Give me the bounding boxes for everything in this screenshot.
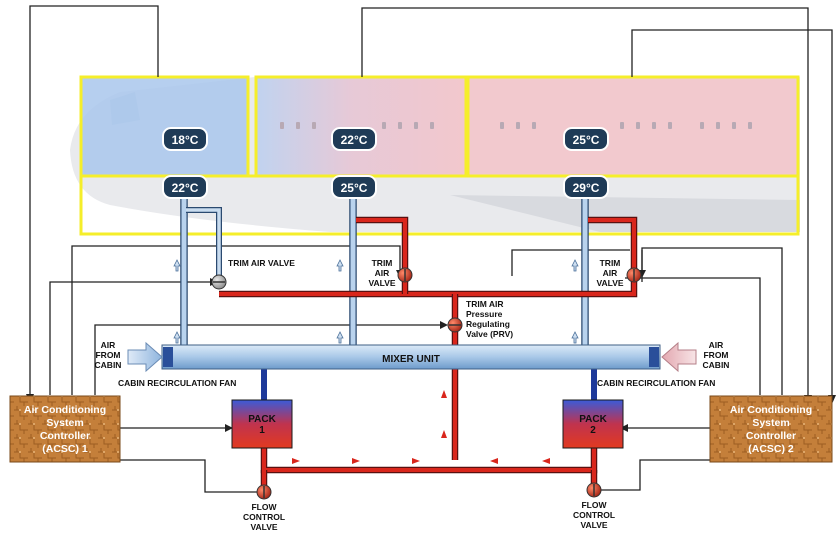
label-line: Controller	[746, 430, 796, 442]
label-line: VALVE	[580, 520, 607, 530]
label-line: Valve (PRV)	[466, 329, 513, 339]
label-line: AIR	[709, 340, 724, 350]
aft-cabin-duct-temp: 29°C	[573, 181, 600, 195]
label-line: VALVE	[596, 278, 623, 288]
air-from-cabin-right-arrow	[661, 341, 697, 373]
cold-air-flow-arrows	[173, 259, 579, 344]
cockpit-trim-air-valve-label: TRIM AIR VALVE	[228, 258, 295, 268]
pack-2-label: PACK 2	[579, 414, 607, 436]
cockpit-zone-fill	[81, 77, 248, 176]
label-line: AIR	[375, 268, 390, 278]
label-line: 1	[259, 425, 265, 436]
label-line: System	[752, 417, 789, 429]
air-from-cabin-right-label: AIR FROM CABIN	[703, 340, 730, 370]
forward-cabin-duct-temp-badge	[331, 175, 377, 199]
cockpit-selected-temp: 18°C	[172, 133, 199, 147]
cockpit-trim-branch	[186, 207, 222, 276]
label-line: System	[46, 417, 83, 429]
acsc-2-controller	[709, 395, 833, 463]
label-line: TRIM AIR	[466, 299, 503, 309]
cockpit-duct-temp: 22°C	[172, 181, 199, 195]
cabin-recirculation-fan-right	[649, 347, 659, 367]
air-from-cabin-left-label: AIR FROM CABIN	[95, 340, 122, 370]
label-line: (ACSC) 1	[42, 443, 88, 455]
aft-trim-air-valve-label: TRIM AIR VALVE	[596, 258, 623, 288]
label-line: TRIM	[372, 258, 393, 268]
hot-air-flow-arrows	[292, 390, 550, 464]
forward-cabin-selected-temp: 22°C	[341, 133, 368, 147]
forward-cabin-duct-temp: 25°C	[341, 181, 368, 195]
cockpit-selected-temp-badge	[162, 127, 208, 151]
pack-1	[231, 399, 293, 449]
temp-badges: 18°C 22°C 25°C 22°C 25°C 29°C	[162, 127, 609, 199]
pack-2	[562, 399, 624, 449]
label-line: TRIM	[600, 258, 621, 268]
flow-control-valve-1-label: FLOW CONTROL VALVE	[243, 502, 285, 532]
label-line: CABIN	[95, 360, 122, 370]
cabin-recirculation-fan-left	[163, 347, 173, 367]
cabin-recirculation-fan-right-label: CABIN RECIRCULATION FAN	[597, 378, 715, 388]
label-line: CABIN	[703, 360, 730, 370]
label-line: Controller	[40, 430, 90, 442]
label-line: 2	[590, 425, 596, 436]
label-line: FLOW	[251, 502, 277, 512]
label-line: FROM	[703, 350, 728, 360]
pack-to-mixer-ducts	[261, 368, 597, 400]
forward-cabin-zone-fill	[256, 77, 466, 176]
control-signal-lines	[29, 5, 833, 493]
mixer-unit-label: MIXER UNIT	[382, 354, 440, 365]
label-line: Regulating	[466, 319, 510, 329]
acsc-1-label: Air Conditioning System Controller (ACSC…	[24, 404, 106, 455]
aft-cabin-zone-fill	[468, 77, 798, 176]
trim-air-prv-label: TRIM AIR Pressure Regulating Valve (PRV)	[466, 299, 513, 339]
acsc-2-label: Air Conditioning System Controller (ACSC…	[730, 404, 812, 455]
aft-cabin-duct-temp-badge	[563, 175, 609, 199]
mixer-unit	[161, 344, 661, 370]
flow-control-valve-2-label: FLOW CONTROL VALVE	[573, 500, 615, 530]
label-line: FLOW	[581, 500, 607, 510]
label-line: Air Conditioning	[24, 404, 106, 416]
aft-cabin-selected-temp-badge	[563, 127, 609, 151]
label-line: PACK	[248, 414, 276, 425]
label-line: Air Conditioning	[730, 404, 812, 416]
forward-trim-air-valve-label: TRIM AIR VALVE	[368, 258, 395, 288]
label-line: (ACSC) 2	[748, 443, 794, 455]
label-line: Pressure	[466, 309, 503, 319]
label-line: VALVE	[368, 278, 395, 288]
cabin-recirculation-fan-left-label: CABIN RECIRCULATION FAN	[118, 378, 236, 388]
label-line: PACK	[579, 414, 607, 425]
label-line: AIR	[101, 340, 116, 350]
aft-cabin-selected-temp: 25°C	[573, 133, 600, 147]
label-line: FROM	[95, 350, 120, 360]
cockpit-duct-temp-badge	[162, 175, 208, 199]
pack-1-label: PACK 1	[248, 414, 276, 436]
air-from-cabin-left-arrow	[127, 341, 163, 373]
label-line: VALVE	[250, 522, 277, 532]
cabin-windows	[280, 122, 752, 129]
acsc-1-controller	[9, 395, 121, 463]
label-line: CONTROL	[573, 510, 615, 520]
cold-air-ducts-fill	[181, 193, 588, 350]
forward-cabin-selected-temp-badge	[331, 127, 377, 151]
label-line: CONTROL	[243, 512, 285, 522]
label-line: AIR	[603, 268, 618, 278]
